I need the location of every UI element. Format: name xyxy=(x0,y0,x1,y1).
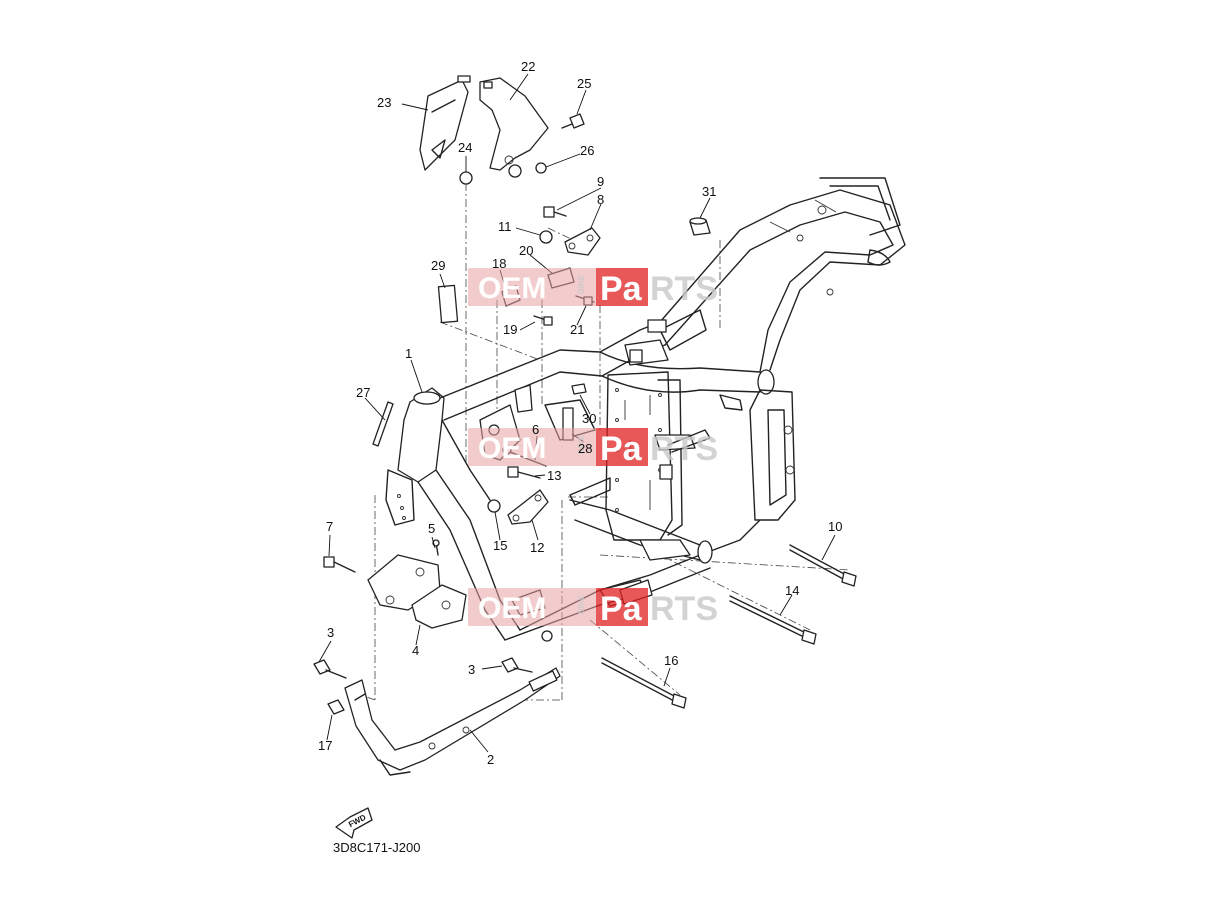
part-label-27: 27 xyxy=(356,385,370,400)
part-label-30: 30 xyxy=(582,411,596,426)
part-label-5: 5 xyxy=(428,521,435,536)
part-label-9: 9 xyxy=(597,174,604,189)
svg-text:OEM: OEM xyxy=(478,592,546,625)
side-covers xyxy=(419,75,549,171)
part-label-14: 14 xyxy=(785,583,799,598)
part-label-16: 16 xyxy=(664,653,678,668)
part-label-31: 31 xyxy=(702,184,716,199)
fwd-arrow-icon: FWD xyxy=(335,807,373,839)
svg-text:RTS: RTS xyxy=(650,430,718,468)
svg-text:OEM: OEM xyxy=(478,432,546,465)
part-label-2: 2 xyxy=(487,752,494,767)
part-label-3a: 3 xyxy=(327,625,334,640)
svg-text:OEM: OEM xyxy=(478,272,546,305)
part-label-29: 29 xyxy=(431,258,445,273)
part-label-3b: 3 xyxy=(468,662,475,677)
part-label-4: 4 xyxy=(412,643,419,658)
part-label-11: 11 xyxy=(498,219,512,234)
part-label-8: 8 xyxy=(597,192,604,207)
part-label-24: 24 xyxy=(458,140,472,155)
part-label-28: 28 xyxy=(578,441,592,456)
svg-text:BIKE: BIKE xyxy=(577,434,586,454)
part-number-labels: 1 2 3 3 4 5 6 7 8 9 10 11 12 13 14 15 16… xyxy=(318,59,842,767)
part-label-21: 21 xyxy=(570,322,584,337)
part-label-20: 20 xyxy=(519,243,533,258)
part-label-15: 15 xyxy=(493,538,507,553)
part-label-25: 25 xyxy=(577,76,591,91)
part-label-22: 22 xyxy=(521,59,535,74)
part-label-18: 18 xyxy=(492,256,506,271)
part-label-6: 6 xyxy=(532,422,539,437)
part-label-7: 7 xyxy=(326,519,333,534)
watermark: OEM BIKE Pa RTS OEM BIKE Pa RTS OEM BIKE… xyxy=(468,268,718,628)
leader-lines xyxy=(318,73,836,753)
diagram-code: 3D8C171-J200 xyxy=(333,840,421,855)
svg-text:Pa: Pa xyxy=(600,590,643,628)
small-parts xyxy=(372,217,711,447)
svg-text:RTS: RTS xyxy=(650,590,718,628)
svg-text:BIKE: BIKE xyxy=(577,274,586,294)
part-label-17: 17 xyxy=(318,738,332,753)
part-label-10: 10 xyxy=(828,519,842,534)
part-label-23: 23 xyxy=(377,95,391,110)
part-label-19: 19 xyxy=(503,322,517,337)
part-label-13: 13 xyxy=(547,468,561,483)
svg-text:RTS: RTS xyxy=(650,270,718,308)
part-label-12: 12 xyxy=(530,540,544,555)
svg-text:Pa: Pa xyxy=(600,270,643,308)
svg-text:BIKE: BIKE xyxy=(577,594,586,614)
part-label-1: 1 xyxy=(405,346,412,361)
part-label-26: 26 xyxy=(580,143,594,158)
svg-text:Pa: Pa xyxy=(600,430,643,468)
